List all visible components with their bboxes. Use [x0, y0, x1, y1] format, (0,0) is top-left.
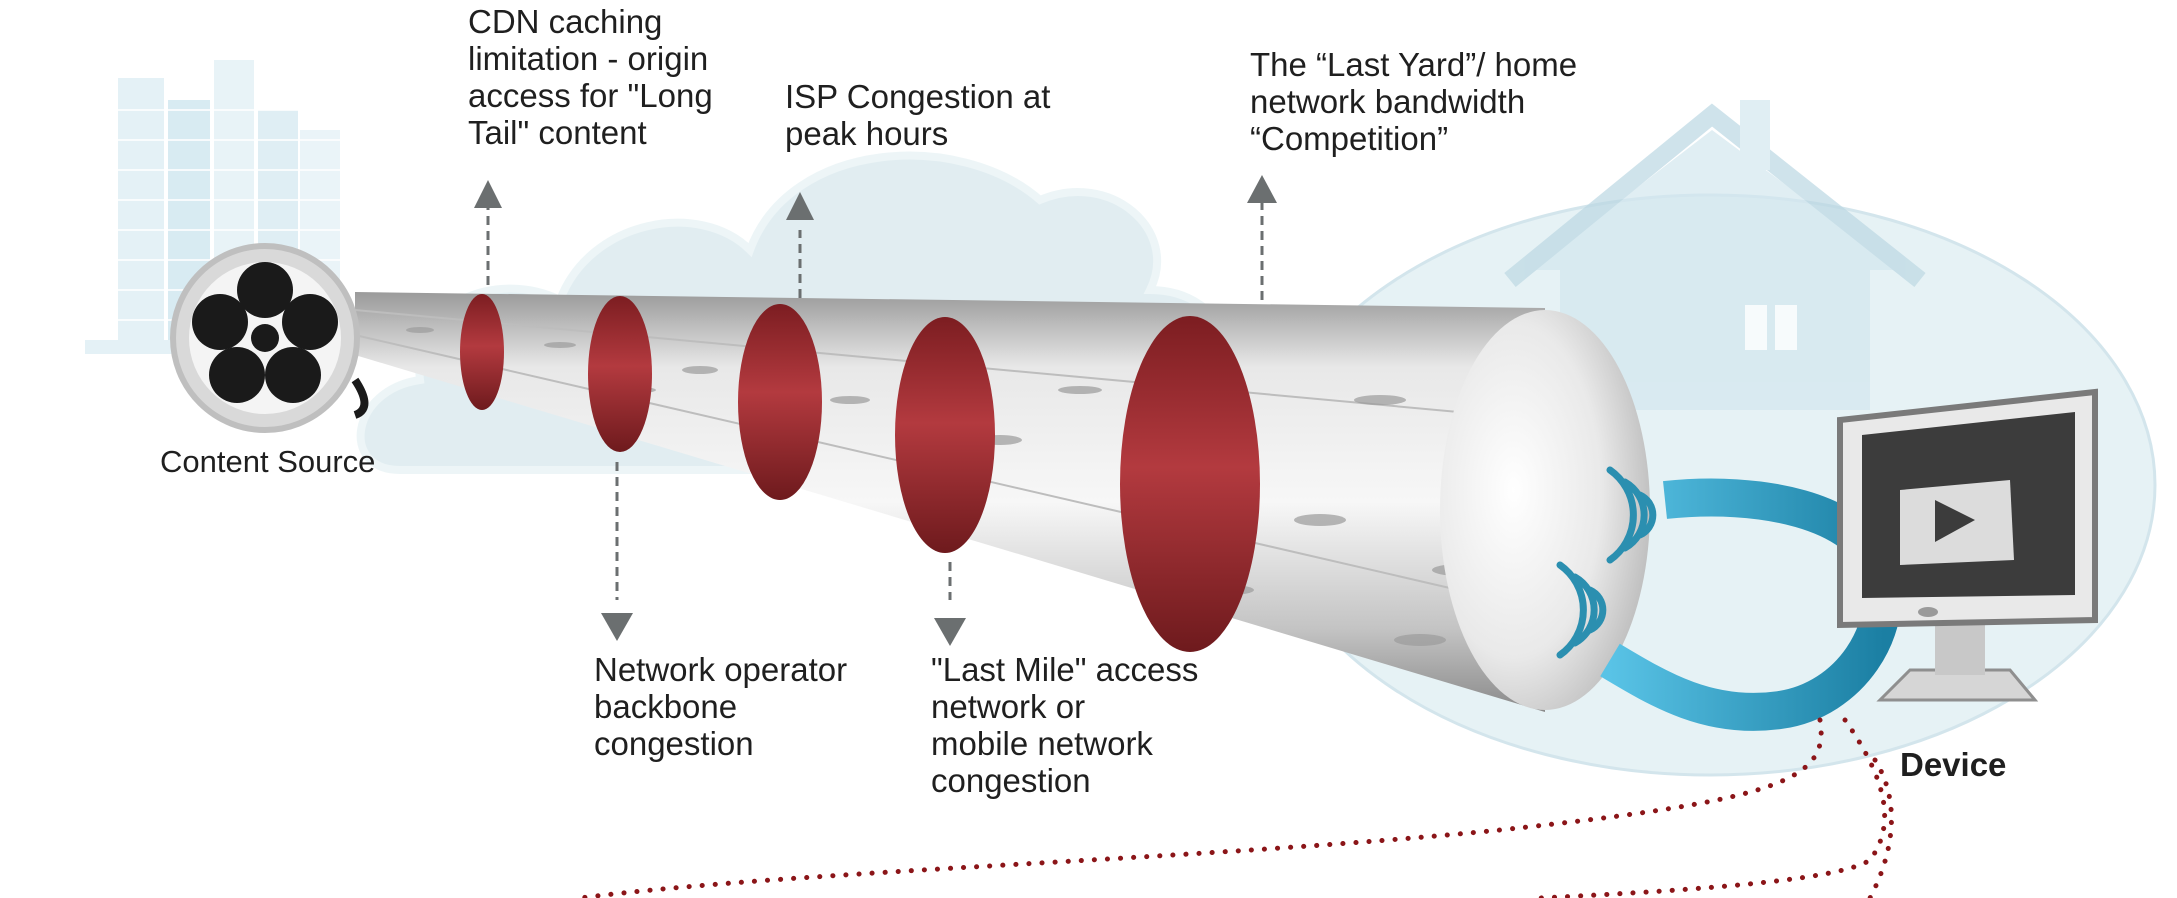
annotation-arrows — [486, 200, 1264, 600]
arrowheads — [474, 175, 1277, 646]
arrow-up-cdn — [474, 180, 502, 208]
dotted-connectors — [577, 717, 1894, 898]
label-isp-congestion: ISP Congestion at peak hours — [785, 78, 1051, 152]
label-cdn-caching: CDN caching limitation - origin access f… — [468, 3, 713, 151]
band-last-yard — [1120, 316, 1260, 652]
monitor-icon — [1837, 388, 2098, 702]
band-last-mile — [895, 317, 995, 553]
label-device: Device — [1900, 746, 2007, 783]
label-last-yard: The “Last Yard”/ home network bandwidth … — [1250, 46, 1578, 157]
wifi-signal-icon — [1556, 466, 1657, 659]
arrow-down-last-mile — [934, 618, 966, 646]
house-icon — [1504, 100, 1926, 410]
congestion-bands — [460, 294, 1260, 652]
arrow-down-backbone — [601, 613, 633, 641]
label-last-mile: "Last Mile" access network or mobile net… — [931, 651, 1199, 799]
arrow-up-last-yard — [1247, 175, 1277, 203]
arrow-up-isp — [786, 192, 814, 220]
band-backbone — [588, 296, 652, 452]
network-cable — [1600, 478, 1902, 731]
band-cdn — [460, 294, 504, 410]
label-backbone: Network operator backbone congestion — [594, 651, 848, 762]
label-content-source: Content Source — [160, 444, 376, 479]
band-isp — [738, 304, 822, 500]
play-icon — [1900, 480, 2014, 565]
film-reel-icon — [170, 243, 369, 433]
